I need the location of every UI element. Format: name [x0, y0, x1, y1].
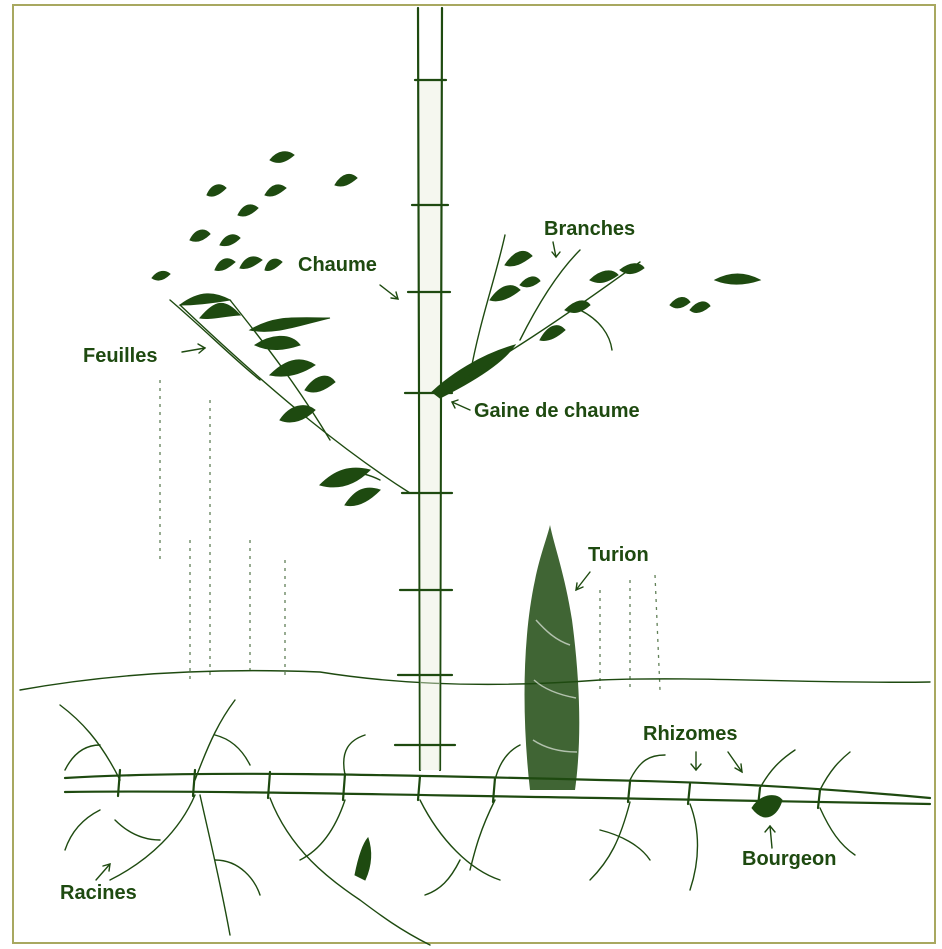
shoot [525, 525, 580, 790]
bud-shape [752, 796, 782, 817]
left-leaves [152, 152, 380, 506]
left-branches [170, 300, 410, 493]
label-roots: Racines [60, 882, 137, 905]
label-branches: Branches [544, 218, 635, 241]
label-culm: Chaume [298, 254, 377, 277]
rhizome-nodes [118, 770, 820, 808]
culm [395, 8, 515, 770]
label-leaves: Feuilles [83, 345, 157, 368]
label-shoot: Turion [588, 544, 649, 567]
background-culms [160, 380, 660, 690]
label-bud: Bourgeon [742, 848, 836, 871]
label-culm-sheath: Gaine de chaume [474, 400, 640, 423]
ground-line [20, 671, 930, 690]
right-leaves [490, 251, 760, 340]
label-rhizomes: Rhizomes [643, 723, 737, 746]
